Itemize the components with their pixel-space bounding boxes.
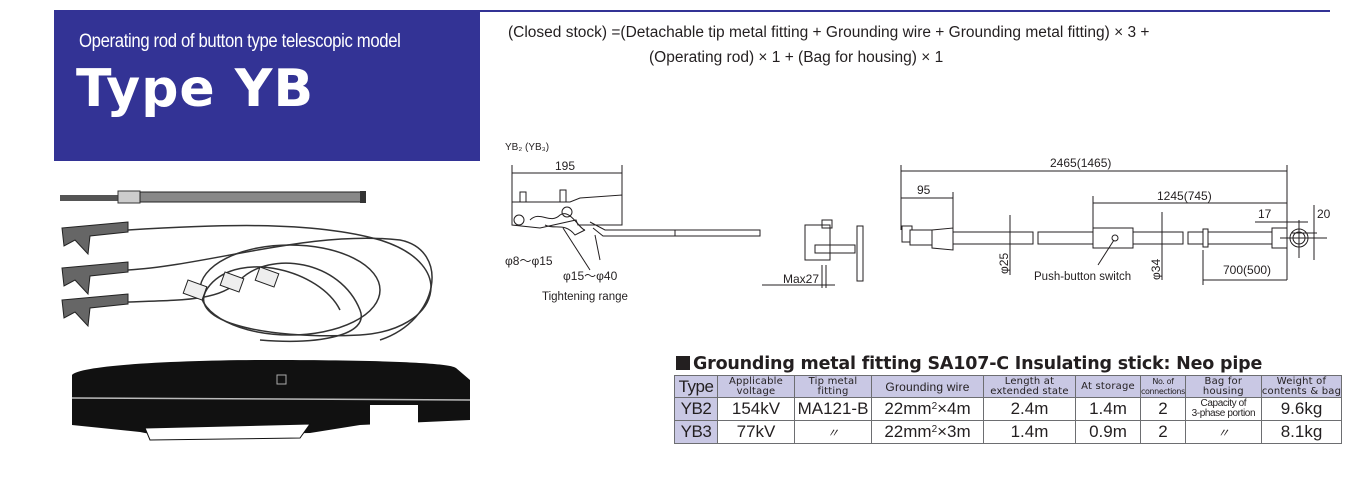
cell-tip: 〃 bbox=[794, 420, 872, 444]
range-small-label: φ8～φ15 bbox=[505, 254, 553, 268]
total-length-label: 2465(1465) bbox=[1050, 156, 1111, 170]
grounding-clamps-image bbox=[61, 221, 129, 328]
cell-weight: 9.6kg bbox=[1260, 397, 1343, 421]
upper-section-label: 1245(745) bbox=[1157, 189, 1212, 203]
cell-connections: 2 bbox=[1140, 397, 1186, 421]
tightening-range-label: Tightening range bbox=[542, 291, 628, 303]
contents-formula: (Closed stock) =(Detachable tip metal fi… bbox=[508, 20, 1149, 70]
range-large-label: φ15～φ40 bbox=[563, 269, 618, 283]
header-grounding-wire: Grounding wire bbox=[871, 375, 984, 398]
cell-length: 1.4m bbox=[983, 420, 1076, 444]
grounding-fittings-image bbox=[182, 266, 280, 301]
cell-tip: MA121-B bbox=[794, 397, 872, 421]
cell-length: 2.4m bbox=[983, 397, 1076, 421]
top-rule bbox=[54, 10, 1330, 12]
cell-type: YB3 bbox=[674, 420, 718, 444]
model-label: YB₂ (YB₃) bbox=[505, 142, 549, 153]
table-title: Grounding metal fitting SA107-C Insulati… bbox=[676, 354, 1262, 374]
ring-size-label: 20 bbox=[1317, 207, 1331, 221]
cell-storage: 0.9m bbox=[1075, 420, 1141, 444]
table-row: YB2 154kV MA121-B 22mm2×4m 2.4m 1.4m 2 C… bbox=[674, 397, 1343, 421]
cell-wire: 22mm2×3m bbox=[871, 420, 984, 444]
banner-subtitle: Operating rod of button type telescopic … bbox=[79, 31, 401, 52]
push-button-switch-label: Push-button switch bbox=[1034, 271, 1131, 283]
max27-label: Max27 bbox=[783, 272, 819, 286]
banner-title: Type YB bbox=[76, 59, 315, 119]
title-banner: Operating rod of button type telescopic … bbox=[54, 11, 480, 161]
cell-weight: 8.1kg bbox=[1260, 420, 1343, 444]
cell-storage: 1.4m bbox=[1075, 397, 1141, 421]
formula-line-2: (Operating rod) × 1 + (Bag for housing) … bbox=[649, 49, 944, 66]
bullet-square-icon bbox=[676, 356, 690, 370]
dim-195-label: 195 bbox=[555, 159, 575, 173]
product-photo bbox=[60, 190, 471, 441]
cell-bag: 〃 bbox=[1184, 420, 1262, 444]
operating-rod-image bbox=[60, 190, 366, 204]
tip-length-label: 95 bbox=[917, 183, 931, 197]
end-section-label: 700(500) bbox=[1223, 263, 1271, 277]
dia-25-label: φ25 bbox=[997, 253, 1011, 274]
cell-voltage: 154kV bbox=[717, 397, 795, 421]
header-at-storage: At storage bbox=[1075, 375, 1141, 398]
cell-voltage: 77kV bbox=[717, 420, 795, 444]
grounding-wires-image bbox=[127, 224, 433, 342]
formula-line-1: (Closed stock) =(Detachable tip metal fi… bbox=[508, 24, 1150, 41]
cell-type: YB2 bbox=[674, 397, 718, 421]
cell-wire: 22mm2×4m bbox=[871, 397, 984, 421]
dia-34-label: φ34 bbox=[1149, 259, 1163, 280]
header-type: Type bbox=[674, 375, 718, 398]
table-title-text: Grounding metal fitting SA107-C Insulati… bbox=[693, 354, 1263, 374]
cell-connections: 2 bbox=[1140, 420, 1186, 444]
operating-rod-diagram: 2465(1465) 95 1245(745) 17 20 φ25 φ34 Pu… bbox=[900, 156, 1331, 285]
housing-bag-image bbox=[71, 360, 471, 441]
ring-offset-label: 17 bbox=[1258, 207, 1272, 221]
grounding-fitting-diagram: YB₂ (YB₃) 195 φ8～φ15 φ15～φ40 Tightening … bbox=[505, 142, 864, 303]
table-row: YB3 77kV 〃 22mm2×3m 1.4m 0.9m 2 〃 8.1kg bbox=[674, 420, 1343, 444]
